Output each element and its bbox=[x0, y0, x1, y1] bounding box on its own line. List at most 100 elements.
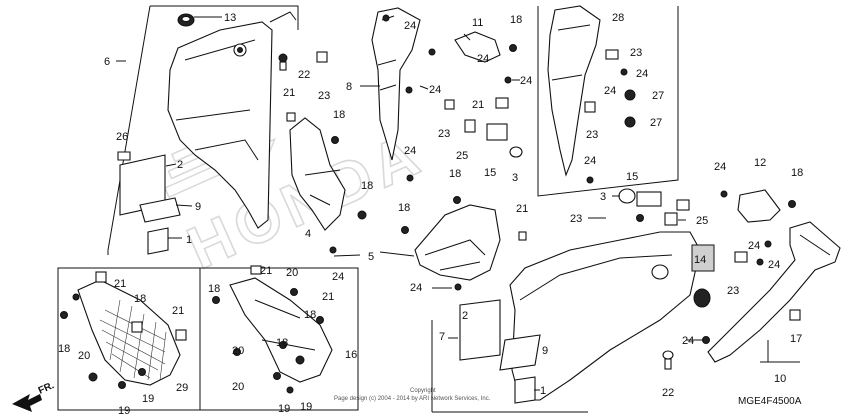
callout: 6 bbox=[104, 56, 110, 68]
frame-group-6 bbox=[107, 5, 299, 255]
callout: 3 bbox=[600, 191, 606, 203]
callout: 22 bbox=[298, 69, 310, 81]
callout: 23 bbox=[727, 285, 739, 297]
callout: 23 bbox=[570, 213, 582, 225]
callout: 24 bbox=[682, 335, 694, 347]
callout: 2 bbox=[462, 310, 468, 322]
callout: 24 bbox=[404, 145, 416, 157]
callout: 24 bbox=[748, 240, 760, 252]
callout: 11 bbox=[472, 17, 483, 29]
callout: 21 bbox=[260, 265, 272, 277]
callout: 23 bbox=[438, 128, 450, 140]
callout: 3 bbox=[512, 172, 518, 184]
callout: 25 bbox=[456, 150, 468, 162]
direction-arrow: FR. bbox=[12, 380, 56, 412]
direction-label: FR. bbox=[37, 380, 56, 397]
bracket-8 bbox=[371, 7, 421, 161]
callout: 24 bbox=[768, 259, 780, 271]
callout: 21 bbox=[516, 203, 528, 215]
callout: 23 bbox=[318, 90, 330, 102]
part-5 bbox=[414, 204, 501, 281]
diagram-code: MGE4F4500A bbox=[738, 396, 802, 407]
pad-1 bbox=[147, 227, 169, 255]
callout: 21 bbox=[472, 99, 484, 111]
callout: 27 bbox=[650, 117, 662, 129]
callout: 16 bbox=[345, 349, 357, 361]
callout: 19 bbox=[300, 401, 312, 413]
callout: 18 bbox=[510, 14, 522, 26]
callout: 18 bbox=[134, 293, 146, 305]
callout: 9 bbox=[195, 201, 201, 213]
callout: 24 bbox=[429, 84, 441, 96]
callout: 15 bbox=[484, 167, 496, 179]
fasteners bbox=[60, 44, 801, 394]
callout: 18 bbox=[361, 180, 373, 192]
frame-side-cover bbox=[431, 320, 588, 413]
callout: 10 bbox=[774, 373, 786, 385]
callout: 24 bbox=[636, 68, 648, 80]
callout: 14 bbox=[694, 254, 706, 266]
bracket-28 bbox=[547, 5, 601, 177]
pad-9 bbox=[139, 197, 181, 223]
callout: 1 bbox=[186, 234, 192, 246]
callout: 24 bbox=[604, 85, 616, 97]
callout: 18 bbox=[333, 109, 345, 121]
callout: 21 bbox=[322, 291, 334, 303]
callout: 20 bbox=[78, 350, 90, 362]
callout: 24 bbox=[477, 53, 489, 65]
callout: 7 bbox=[439, 331, 445, 343]
grommet-14-box bbox=[691, 244, 715, 272]
callout: 22 bbox=[662, 387, 674, 399]
pad-1b bbox=[514, 376, 536, 404]
copyright-title: Copyright bbox=[410, 388, 436, 394]
callout: 18 bbox=[208, 283, 220, 295]
callout: 26 bbox=[116, 131, 128, 143]
callout: 27 bbox=[652, 90, 664, 102]
callout: 24 bbox=[584, 155, 596, 167]
part-11 bbox=[454, 31, 501, 63]
callout: 24 bbox=[520, 75, 532, 87]
callout: 19 bbox=[278, 403, 290, 415]
callout: 15 bbox=[626, 171, 638, 183]
callout: 2 bbox=[177, 159, 183, 171]
callout: 13 bbox=[224, 12, 236, 24]
callout: 29 bbox=[176, 382, 188, 394]
callout: 24 bbox=[332, 271, 344, 283]
callout: 18 bbox=[304, 309, 316, 321]
callout: 18 bbox=[58, 343, 70, 355]
callout: 18 bbox=[276, 337, 288, 349]
callout: 19 bbox=[142, 393, 154, 405]
callout: 5 bbox=[368, 251, 374, 263]
callout: 23 bbox=[586, 129, 598, 141]
callout: 21 bbox=[283, 87, 295, 99]
callout: 18 bbox=[791, 167, 803, 179]
pad-9b bbox=[499, 334, 541, 371]
callout: 28 bbox=[612, 12, 624, 24]
copyright-text: Page design (c) 2004 - 2014 by ARI Netwo… bbox=[334, 396, 491, 402]
callout: 23 bbox=[630, 47, 642, 59]
callout: 18 bbox=[449, 168, 461, 180]
callout: 20 bbox=[232, 381, 244, 393]
callout: 1 bbox=[540, 385, 546, 397]
guard-29 bbox=[77, 279, 181, 386]
callout: 24 bbox=[714, 161, 726, 173]
callout: 12 bbox=[754, 157, 766, 169]
rail-10 bbox=[707, 221, 841, 363]
leader-lines bbox=[116, 16, 769, 391]
callout: 20 bbox=[232, 345, 244, 357]
callout: 21 bbox=[114, 278, 126, 290]
bracket-4 bbox=[289, 117, 346, 231]
callout: 8 bbox=[346, 81, 352, 93]
callout: 25 bbox=[696, 215, 708, 227]
callout: 21 bbox=[172, 305, 184, 317]
frame-right-upper bbox=[537, 6, 679, 197]
pad-2b bbox=[459, 299, 501, 361]
grommet-14 bbox=[693, 288, 711, 308]
callout: 4 bbox=[305, 228, 311, 240]
callout-labels: 13 6 22 23 21 26 2 9 1 24 8 24 18 24 18 … bbox=[58, 12, 803, 417]
callout: 20 bbox=[286, 267, 298, 279]
callout: 9 bbox=[542, 345, 548, 357]
callout: 24 bbox=[404, 20, 416, 32]
